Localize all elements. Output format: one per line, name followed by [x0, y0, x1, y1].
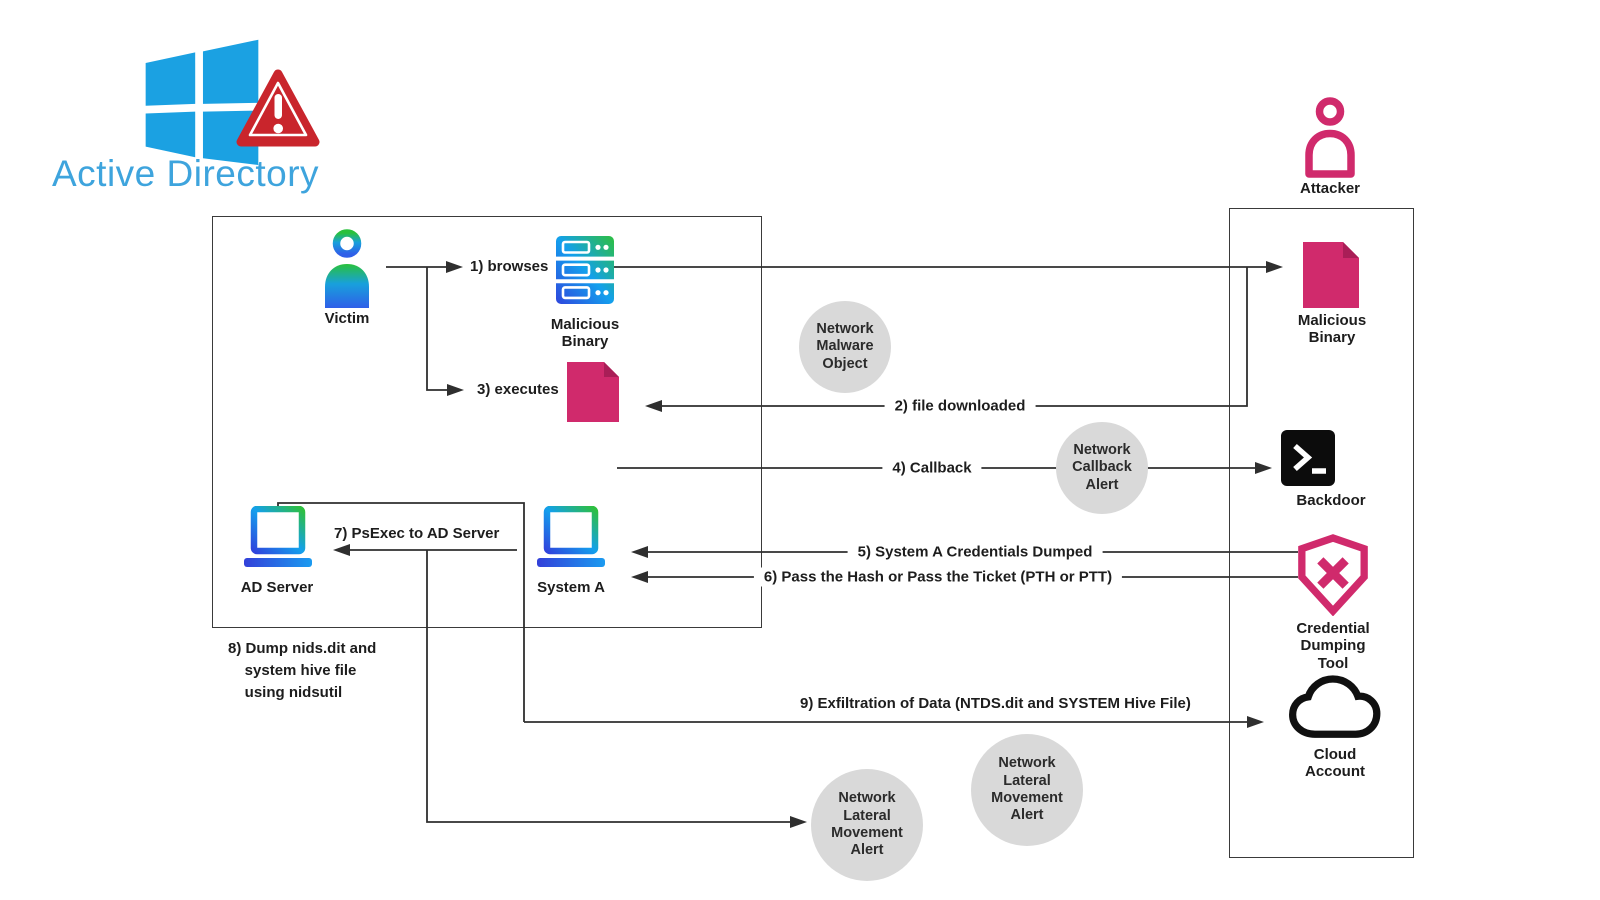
step-2-file-downloaded: 2) file downloaded — [884, 396, 1036, 416]
attacker-zone — [1229, 208, 1414, 858]
warning-triangle-icon — [236, 68, 320, 150]
malicious-binary-file-icon — [1303, 242, 1359, 308]
step-8-dump-ntds: 8) Dump nids.dit and system hive file us… — [228, 640, 377, 701]
malicious-binary-server-icon — [556, 236, 614, 304]
step-9-exfiltration: 9) Exfiltration of Data (NTDS.dit and SY… — [800, 695, 1191, 712]
credential-dumping-tool-icon — [1296, 534, 1370, 616]
windows-logo-icon — [143, 30, 261, 166]
victim-label: Victim — [324, 310, 370, 327]
step-5-credentials-dumped: 5) System A Credentials Dumped — [847, 542, 1103, 562]
step-7-psexec: 7) PsExec to AD Server — [334, 525, 500, 542]
system-a-label: System A — [537, 579, 605, 596]
network-lateral-movement-alert-1: Network Lateral Movement Alert — [811, 769, 923, 881]
step-1-browses: 1) browses — [470, 258, 549, 275]
page-title: Active Directory — [52, 153, 320, 194]
malicious-binary-site-label: Malicious Binary — [550, 316, 620, 351]
system-a-laptop-icon — [535, 506, 607, 570]
attacker-user-icon — [1301, 96, 1359, 178]
step-3-executes: 3) executes — [477, 381, 559, 398]
attacker-label: Attacker — [1299, 180, 1361, 197]
network-lateral-movement-alert-2: Network Lateral Movement Alert — [971, 734, 1083, 846]
ad-server-laptop-icon — [242, 506, 314, 570]
network-callback-alert: Network Callback Alert — [1056, 422, 1148, 514]
victim-user-icon — [318, 228, 376, 310]
credential-dumping-tool-label: Credential Dumping Tool — [1296, 620, 1370, 672]
cloud-account-icon — [1286, 674, 1384, 742]
step-4-callback: 4) Callback — [882, 458, 982, 478]
ad-server-label: AD Server — [240, 579, 314, 596]
victim-network-zone — [212, 216, 762, 628]
dropped-file-icon — [567, 362, 619, 422]
step-6-pass-the-hash: 6) Pass the Hash or Pass the Ticket (PTH… — [753, 567, 1123, 587]
malicious-binary-file-label: Malicious Binary — [1297, 312, 1367, 347]
cloud-account-label: Cloud Account — [1305, 746, 1365, 781]
backdoor-label: Backdoor — [1296, 492, 1366, 509]
backdoor-terminal-icon — [1281, 430, 1335, 486]
network-malware-object-alert: Network Malware Object — [799, 301, 891, 393]
